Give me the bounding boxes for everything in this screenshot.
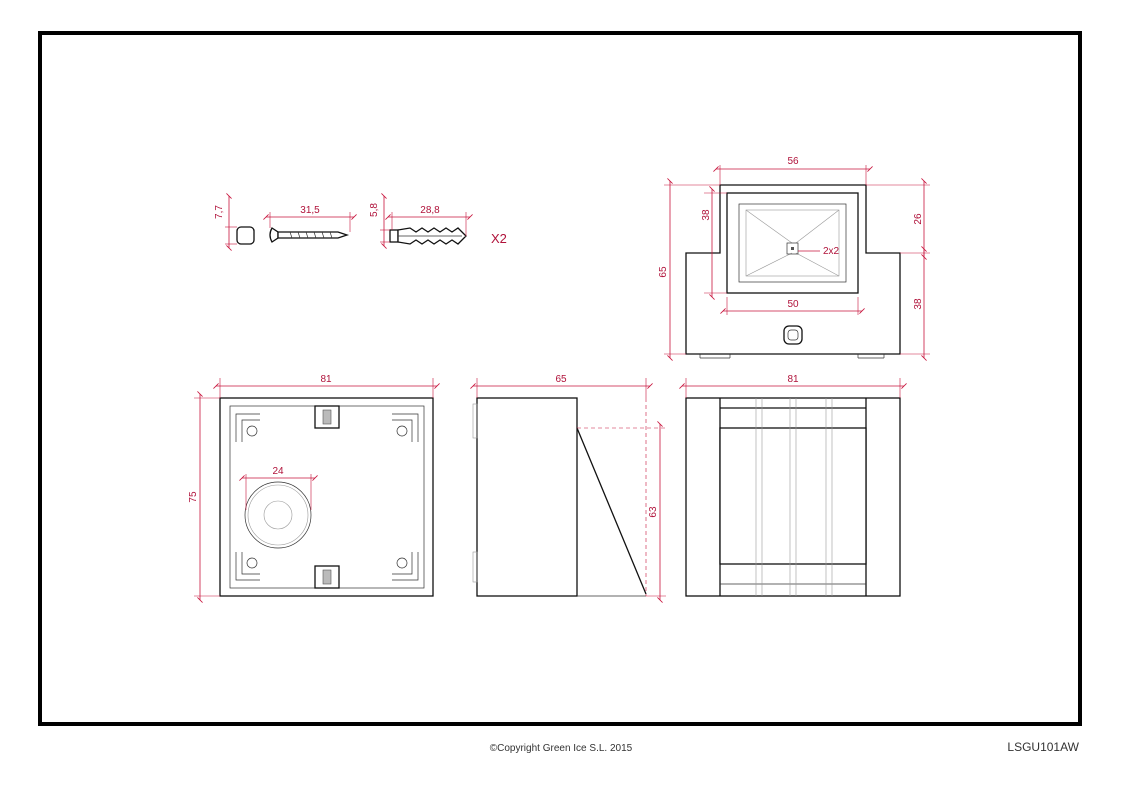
cable-hole [244, 481, 312, 549]
screw-head-dimension: 7,7 [214, 205, 225, 219]
plug-head-dimension: 5,8 [369, 203, 380, 217]
side-height-dimension: 63 [648, 506, 659, 518]
led-chip [786, 242, 799, 255]
lens-width-dimension: 50 [787, 299, 799, 310]
back-view: 24 81 75 [188, 374, 440, 603]
lower-height-dimension: 38 [913, 298, 924, 310]
front-view: 2x2 56 38 50 26 38 65 [658, 156, 930, 361]
top-width-dimension: 81 [787, 374, 799, 385]
accessories-group: 7,7 31,5 5,8 28,8 X2 [214, 193, 507, 251]
quantity-label: X2 [491, 231, 507, 246]
led-size-dimension: 2x2 [823, 246, 840, 257]
wall-plug-side-view [389, 227, 467, 245]
lens-height-dimension: 38 [701, 209, 712, 221]
plug-length-dimension: 28,8 [420, 205, 440, 216]
front-width-top-dimension: 56 [787, 156, 799, 167]
screw-length-dimension: 31,5 [300, 205, 320, 216]
drawing-frame [38, 31, 1082, 726]
screw-head-end-view [236, 226, 255, 245]
screw-side-view [269, 227, 350, 243]
hole-diameter-dimension: 24 [272, 466, 284, 477]
front-total-height-dimension: 65 [658, 266, 669, 278]
back-height-dimension: 75 [188, 491, 199, 503]
side-view: 65 63 [470, 374, 666, 603]
upper-height-dimension: 26 [913, 213, 924, 225]
side-depth-dimension: 65 [555, 374, 567, 385]
product-code: LSGU101AW [1007, 740, 1079, 754]
top-view: 81 [679, 374, 907, 597]
mount-hole-icon [783, 325, 803, 345]
copyright-text: ©Copyright Green Ice S.L. 2015 [490, 743, 633, 754]
back-width-dimension: 81 [320, 374, 332, 385]
